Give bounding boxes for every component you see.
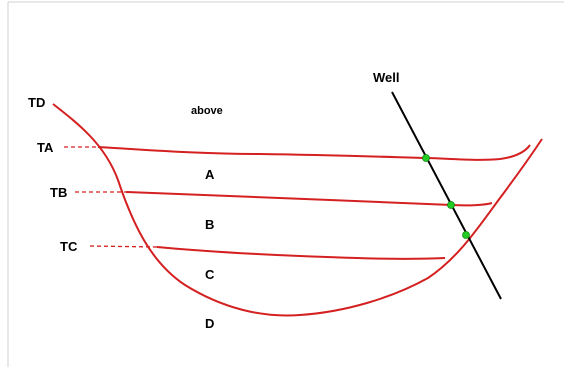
zone-d-label: D [205,316,214,331]
surface-td-curve [52,103,543,317]
surface-tb-line [125,191,493,207]
zone-b-label: B [205,217,214,232]
td-label: TD [28,95,45,110]
well-label: Well [373,70,400,85]
well-path-line [391,91,502,300]
zone-c-label: C [205,267,215,282]
ta-label: TA [37,140,54,155]
zone-a-label: A [205,167,215,182]
well-ta-intersection-point [422,154,430,162]
surface-tc-line [156,246,446,260]
well-tc-intersection-point [462,231,470,239]
above-label: above [191,105,223,117]
tb-label: TB [50,185,67,200]
surface-ta-line [97,144,531,161]
well-tb-intersection-point [447,201,455,209]
tc-label: TC [60,239,78,254]
